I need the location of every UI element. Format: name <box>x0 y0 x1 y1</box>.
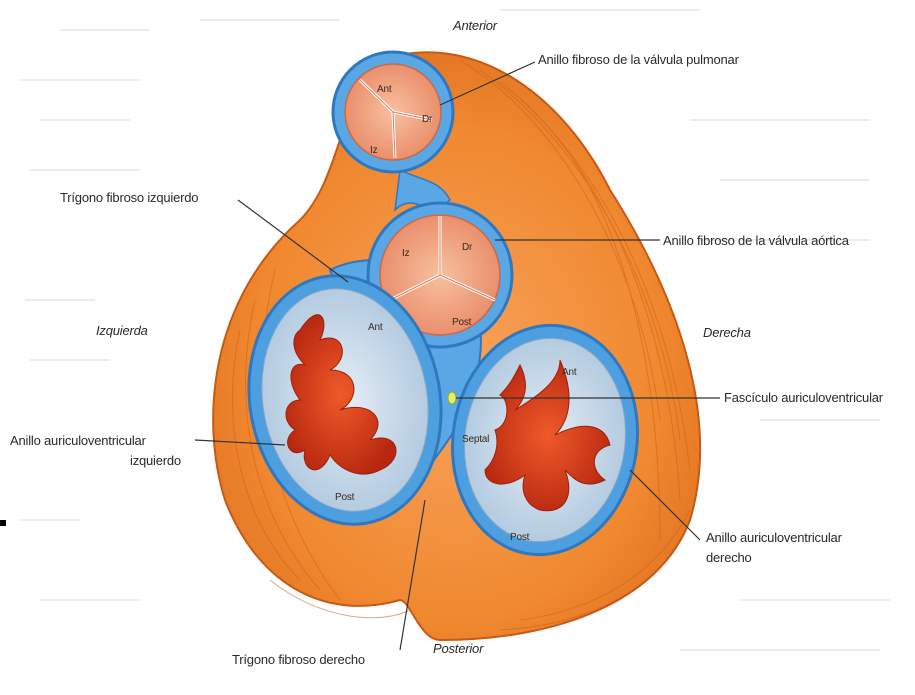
direction-right: Derecha <box>703 325 751 341</box>
cusp-aortic-iz: Iz <box>402 246 409 262</box>
label-left-av-ring-line2: izquierdo <box>130 453 181 469</box>
cusp-tricuspid-septal: Septal <box>462 432 489 448</box>
label-left-av-ring-line1: Anillo auriculoventricular <box>10 433 146 449</box>
cusp-pulmonary-dr: Dr <box>422 112 432 128</box>
label-right-av-ring-line2: derecho <box>706 550 752 566</box>
cusp-pulmonary-ant: Ant <box>377 82 391 98</box>
cusp-mitral-ant: Ant <box>368 320 382 336</box>
label-aortic-ring: Anillo fibroso de la válvula aórtica <box>663 233 849 249</box>
cusp-tricuspid-ant: Ant <box>562 365 576 381</box>
edge-marker <box>0 520 6 526</box>
direction-anterior: Anterior <box>453 18 497 34</box>
label-right-trigone: Trígono fibroso derecho <box>232 652 365 668</box>
cusp-mitral-post: Post <box>335 490 354 506</box>
label-left-trigone: Trígono fibroso izquierdo <box>60 190 198 206</box>
label-av-bundle: Fascículo auriculoventricular <box>724 390 883 406</box>
direction-posterior: Posterior <box>433 641 483 657</box>
pulmonary-valve <box>333 52 453 172</box>
av-bundle-marker <box>448 392 456 404</box>
cusp-aortic-dr: Dr <box>462 240 472 256</box>
cusp-aortic-post: Post <box>452 315 471 331</box>
label-pulmonary-ring: Anillo fibroso de la válvula pulmonar <box>538 52 739 68</box>
direction-left: Izquierda <box>96 323 148 339</box>
cusp-tricuspid-post: Post <box>510 530 529 546</box>
cusp-pulmonary-iz: Iz <box>370 143 377 159</box>
label-right-av-ring-line1: Anillo auriculoventricular <box>706 530 842 546</box>
